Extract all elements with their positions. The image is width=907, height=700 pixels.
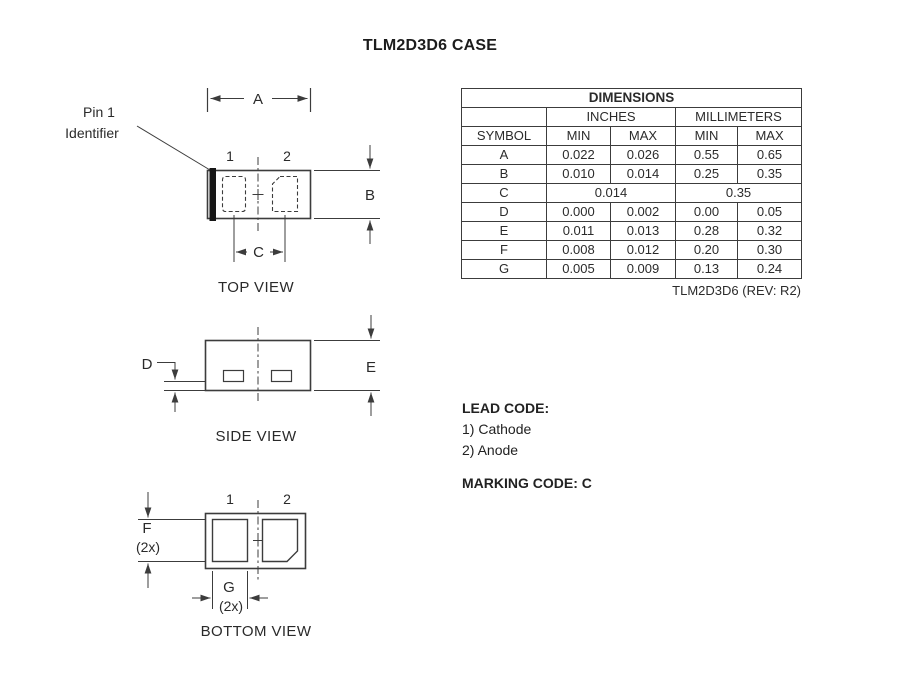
value-cell: 0.32 — [736, 221, 803, 241]
dim-label-g-qty: (2x) — [219, 598, 243, 614]
top-view-caption: TOP VIEW — [218, 279, 294, 296]
max-header: MAX — [610, 126, 676, 146]
value-cell: 0.25 — [675, 164, 738, 184]
value-cell: 0.014 — [610, 164, 676, 184]
symbol-cell: F — [461, 240, 547, 260]
symbol-cell: A — [461, 145, 547, 165]
pad1-outline — [211, 518, 249, 563]
pin1-label: 1 — [226, 148, 234, 164]
value-cell: 0.00 — [675, 202, 738, 222]
symbol-cell: B — [461, 164, 547, 184]
dim-label-a: A — [253, 91, 263, 108]
dim-arrow — [157, 362, 179, 380]
value-cell: 0.010 — [546, 164, 611, 184]
pin2-label: 2 — [283, 491, 291, 507]
dim-label-c: C — [253, 244, 264, 261]
table-row: A 0.022 0.026 0.55 0.65 — [461, 145, 803, 165]
value-cell: 0.009 — [610, 259, 676, 279]
value-cell: 0.24 — [736, 259, 803, 279]
lead-code-item-2: 2) Anode — [462, 442, 519, 458]
unit-header-row: INCHES MILLIMETERS — [461, 107, 803, 127]
value-cell: 0.008 — [546, 240, 611, 260]
symbol-cell: C — [461, 183, 547, 203]
value-cell: 0.30 — [736, 240, 803, 260]
symbol-header: SYMBOL — [461, 126, 547, 146]
marking-code: MARKING CODE: C — [462, 475, 592, 491]
column-header-row: SYMBOL MIN MAX MIN MAX — [461, 126, 803, 146]
pin1-identifier-note-line2: Identifier — [65, 125, 119, 141]
value-cell: 0.35 — [736, 164, 803, 184]
value-cell: 0.55 — [675, 145, 738, 165]
table-row: E 0.011 0.013 0.28 0.32 — [461, 221, 803, 241]
value-cell: 0.014 — [546, 183, 676, 203]
dim-label-e: E — [366, 359, 376, 376]
value-cell: 0.026 — [610, 145, 676, 165]
inches-header: INCHES — [546, 107, 676, 127]
value-cell: 0.28 — [675, 221, 738, 241]
bottom-view-drawing: 1 2 F (2x) G (2x) BOTTOM VIEW — [136, 491, 312, 640]
table-row: F 0.008 0.012 0.20 0.30 — [461, 240, 803, 260]
value-cell: 0.002 — [610, 202, 676, 222]
package-outline-drawings: A 1 2 C B Pin 1 Identifier TOP VIEW — [65, 88, 380, 640]
dim-label-d: D — [142, 356, 153, 373]
value-cell: 0.012 — [610, 240, 676, 260]
value-cell: 0.35 — [674, 183, 803, 203]
lead-code-item-1: 1) Cathode — [462, 421, 532, 437]
pad2-hidden-outline — [271, 175, 299, 213]
value-cell: 0.022 — [546, 145, 611, 165]
page-title: TLM2D3D6 CASE — [362, 37, 498, 54]
pin1-cathode-band — [209, 168, 216, 221]
symbol-cell: E — [461, 221, 547, 241]
pad2-outline — [261, 518, 299, 563]
min-header: MIN — [546, 126, 611, 146]
value-cell: 0.000 — [546, 202, 611, 222]
millimeters-header: MILLIMETERS — [674, 107, 803, 127]
package-body-outline — [204, 339, 312, 392]
top-view-drawing: A 1 2 C B Pin 1 Identifier TOP VIEW — [65, 88, 380, 296]
leader-line — [136, 125, 211, 171]
table-footer-note: TLM2D3D6 (REV: R2) — [672, 283, 801, 298]
pin1-label: 1 — [226, 491, 234, 507]
package-body-outline — [204, 512, 307, 570]
dim-label-f-qty: (2x) — [136, 539, 160, 555]
value-cell: 0.013 — [610, 221, 676, 241]
dimensions-table: DIMENSIONS INCHES MILLIMETERS SYMBOL MIN… — [460, 88, 803, 279]
value-cell: 0.20 — [675, 240, 738, 260]
side-view-caption: SIDE VIEW — [215, 428, 297, 445]
value-cell: 0.005 — [546, 259, 611, 279]
lead-outline — [222, 369, 245, 383]
table-title: DIMENSIONS — [460, 88, 803, 108]
empty-corner-cell — [461, 107, 547, 127]
dim-label-b: B — [365, 187, 375, 204]
value-cell: 0.05 — [736, 202, 803, 222]
dim-label-f: F — [142, 520, 151, 537]
lead-code-heading: LEAD CODE: — [462, 400, 550, 416]
pin1-identifier-note-line1: Pin 1 — [83, 104, 115, 120]
pin2-label: 2 — [283, 148, 291, 164]
lead-code-section: LEAD CODE: 1) Cathode 2) Anode — [462, 398, 549, 461]
table-row: D 0.000 0.002 0.00 0.05 — [461, 202, 803, 222]
value-cell: 0.65 — [736, 145, 803, 165]
lead-outline — [270, 369, 293, 383]
package-body-outline — [206, 169, 312, 220]
symbol-cell: D — [461, 202, 547, 222]
table-title-row: DIMENSIONS — [460, 88, 803, 108]
value-cell: 0.011 — [546, 221, 611, 241]
symbol-cell: G — [461, 259, 547, 279]
table-row: G 0.005 0.009 0.13 0.24 — [461, 259, 803, 279]
dim-label-g: G — [223, 579, 235, 596]
min-header: MIN — [675, 126, 738, 146]
table-row: B 0.010 0.014 0.25 0.35 — [461, 164, 803, 184]
table-row: C 0.014 0.35 — [461, 183, 803, 203]
dimensions-table-area: DIMENSIONS INCHES MILLIMETERS SYMBOL MIN… — [460, 88, 803, 298]
value-cell: 0.13 — [675, 259, 738, 279]
side-view-drawing: D E SIDE VIEW — [142, 315, 380, 445]
max-header: MAX — [736, 126, 803, 146]
pad1-hidden-outline — [221, 175, 247, 213]
bottom-view-caption: BOTTOM VIEW — [201, 623, 312, 640]
